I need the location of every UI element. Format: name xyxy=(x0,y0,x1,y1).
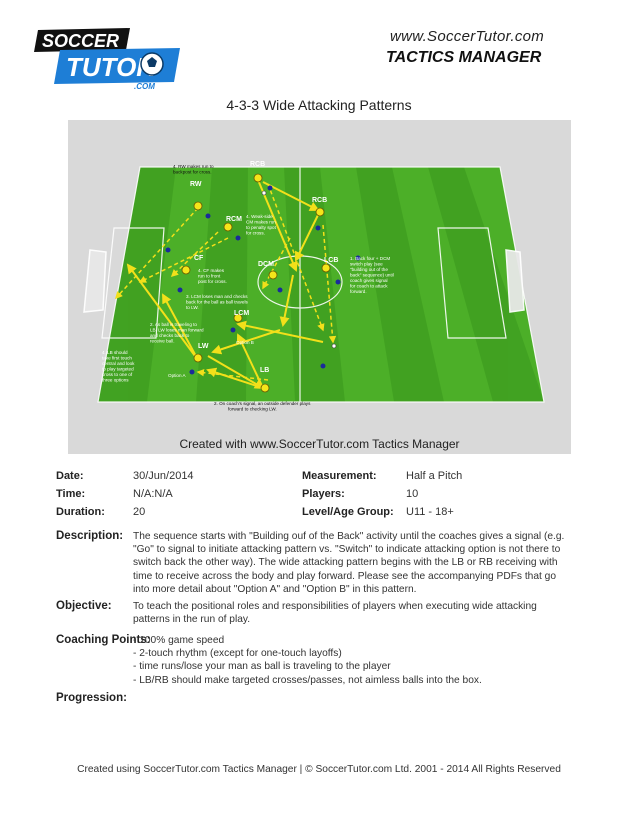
level-value: U11 - 18+ xyxy=(406,506,454,518)
annotation-coach-signal: 2. On coach's signal, an outside defende… xyxy=(214,401,311,412)
session-title: 4-3-3 Wide Attacking Patterns xyxy=(226,97,412,113)
player-rw xyxy=(193,201,203,211)
date-label: Date: xyxy=(56,470,84,482)
duration-label: Duration: xyxy=(56,506,105,518)
measurement-value: Half a Pitch xyxy=(406,470,463,482)
logo-top-text: SOCCER xyxy=(42,31,119,51)
description-label: Description: xyxy=(56,530,124,542)
created-with-text: Created with www.SoccerTutor.com Tactics… xyxy=(179,437,460,451)
brand-product-name: TACTICS MANAGER xyxy=(386,49,542,66)
progression-label: Progression: xyxy=(56,692,127,704)
label-rcb-top: RCB xyxy=(250,161,265,168)
logo-bottom-text: TUTOR xyxy=(66,52,155,82)
pitch xyxy=(98,167,544,402)
coaching-points-list: - 100% game speed - 2-touch rhythm (exce… xyxy=(133,634,573,687)
player-lw xyxy=(193,353,203,363)
label-rcm: RCM xyxy=(226,216,242,223)
measurement-label: Measurement: xyxy=(302,470,377,482)
brand-url: www.SoccerTutor.com xyxy=(390,28,545,45)
logo-com-text: .COM xyxy=(134,82,155,90)
run-arrows xyxy=(114,183,337,381)
label-rcb: RCB xyxy=(312,197,327,204)
label-lcb: LCB xyxy=(324,257,338,264)
footer-text: Created using SoccerTutor.com Tactics Ma… xyxy=(77,764,561,775)
players-label: Players: xyxy=(302,488,345,500)
coaching-points-label: Coaching Points: xyxy=(56,634,151,646)
date-value: 30/Jun/2014 xyxy=(133,470,194,482)
soccertutor-logo: SOCCER TUTOR .COM xyxy=(34,26,184,91)
label-lw: LW xyxy=(198,343,209,350)
label-dcm: DCM xyxy=(258,261,274,268)
player-rcb xyxy=(315,207,325,217)
coaching-point: - time runs/lose your man as ball is tra… xyxy=(133,661,391,673)
player-cf xyxy=(181,265,191,275)
left-goal xyxy=(83,249,107,313)
time-label: Time: xyxy=(56,488,86,500)
coaching-point: - 2-touch rhythm (except for one-touch l… xyxy=(133,648,342,660)
objective-text: To teach the positional roles and respon… xyxy=(133,601,537,626)
coaching-point: - LB/RB should make targeted crosses/pas… xyxy=(133,674,482,686)
description-text: The sequence starts with "Building ouf o… xyxy=(133,531,565,595)
player-lb xyxy=(260,383,270,393)
tactics-diagram: RCB RCB RCM CF DCM LCB LCM LW LB RW 4. R… xyxy=(68,120,571,454)
label-rw: RW xyxy=(190,181,202,188)
player-rcb-top xyxy=(253,173,263,183)
player-lcb xyxy=(321,263,331,273)
players-value: 10 xyxy=(406,488,419,500)
label-lb: LB xyxy=(260,367,269,374)
option-a-label: Option A xyxy=(168,373,187,378)
pass-arrows xyxy=(126,179,324,390)
label-cf: CF xyxy=(194,255,204,262)
objective-label: Objective: xyxy=(56,600,112,612)
time-value: N/A:N/A xyxy=(133,488,173,500)
defending-players xyxy=(165,185,361,375)
attacking-players xyxy=(181,173,331,393)
coaching-point: - 100% game speed xyxy=(133,635,225,646)
right-goal xyxy=(505,249,525,313)
player-rcm xyxy=(223,222,233,232)
duration-value: 20 xyxy=(133,506,146,518)
level-label: Level/Age Group: xyxy=(302,506,394,518)
label-lcm: LCM xyxy=(234,310,249,317)
player-dcm xyxy=(268,270,278,280)
player-lcm xyxy=(233,313,243,323)
option-b-label: Option B xyxy=(236,340,254,345)
